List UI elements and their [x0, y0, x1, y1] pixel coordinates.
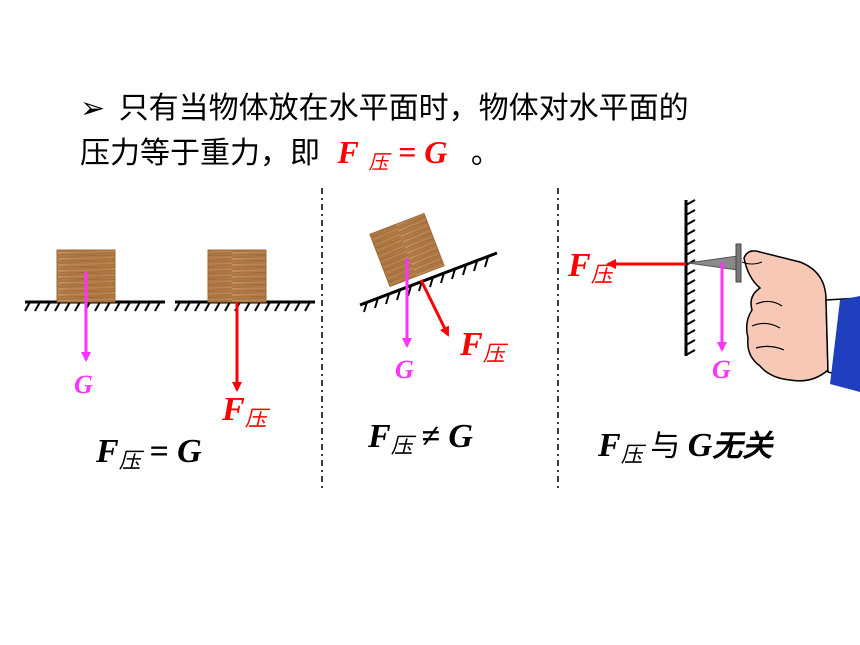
- thumbtack-pin: [687, 255, 739, 271]
- wall-hatching: [685, 199, 696, 356]
- gravity-label: G: [712, 355, 731, 384]
- relation-independent: F压 与 G无关: [597, 427, 774, 467]
- relation-equal: F压 = G: [95, 433, 202, 473]
- incline-hatching: [363, 256, 489, 313]
- bullet-icon: ➢: [80, 91, 105, 126]
- thumbtack-head: [735, 243, 742, 283]
- gravity-label: G: [395, 355, 414, 384]
- pressure-label: F压: [567, 247, 617, 287]
- incline-surface: [359, 251, 498, 307]
- statement-line-2: 压力等于重力，即 F 压 = G 。: [80, 134, 501, 177]
- statement-line-1: ➢ 只有当物体放在水平面时，物体对水平面的: [80, 91, 689, 126]
- relation-not-equal: F压 ≠ G: [367, 418, 473, 458]
- pressure-arrow: [419, 279, 450, 337]
- wood-block: [207, 249, 267, 303]
- pressure-label: F压: [221, 391, 271, 431]
- panel-3: G F压 F压 与 G无关: [567, 199, 860, 467]
- gravity-label: G: [74, 370, 93, 399]
- panel-2: G F压 F压 ≠ G: [359, 212, 509, 458]
- ground-hatching: [24, 301, 161, 312]
- pressure-label: F压: [459, 326, 509, 366]
- thumb-hand-icon: [741, 250, 860, 392]
- wood-block: [369, 212, 445, 288]
- panel-1: G F压 F压 = G: [24, 249, 315, 473]
